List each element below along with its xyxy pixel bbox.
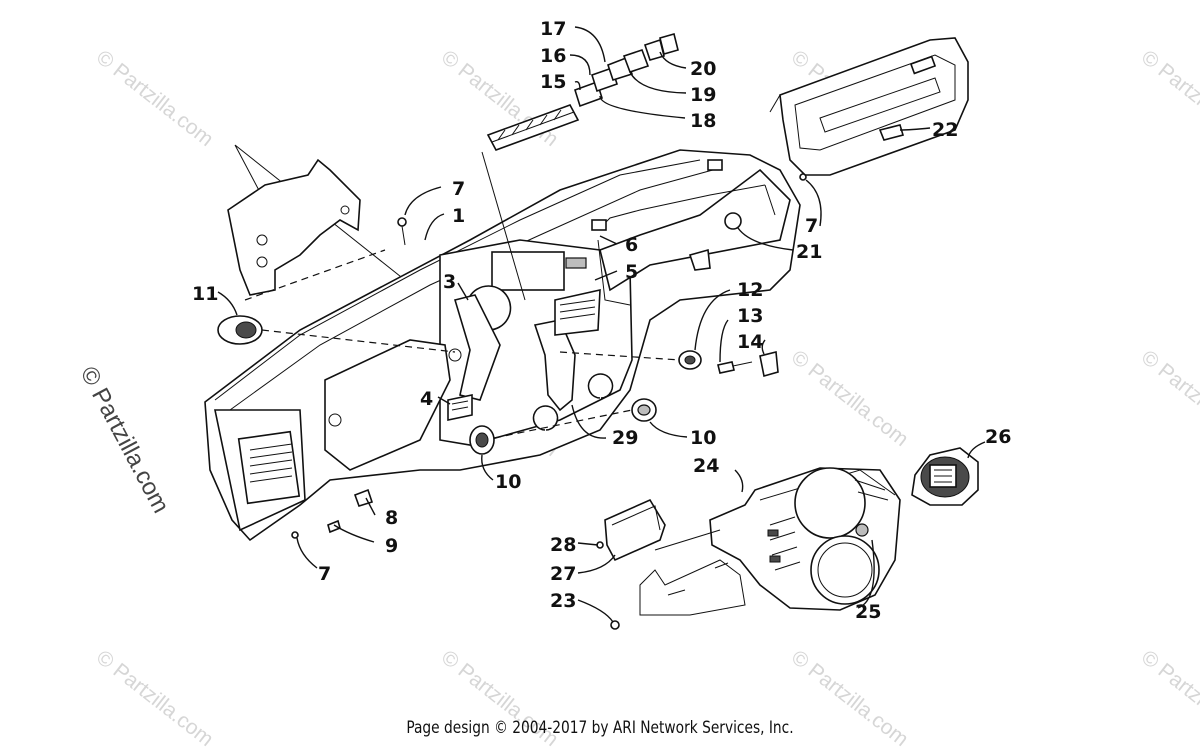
instrument-bezel [654,467,901,611]
switch-11 [217,315,456,353]
fasteners [291,173,807,539]
callout-20: 20 [690,58,716,80]
callout-23: 23 [550,590,576,612]
footer-credit: Page design © 2004-2017 by ARI Network S… [406,718,794,738]
callout-8: 8 [385,507,398,529]
callout-1: 1 [452,205,465,227]
watermark: © Partzilla.com [1137,46,1200,151]
callout-24: 24 [693,455,719,477]
watermark: © Partzilla.com [1137,646,1200,749]
callout-26: 26 [985,426,1011,448]
callout-10-left: 10 [495,471,521,493]
leader-lines [217,26,986,623]
plug-parts [469,398,657,455]
watermark-main: © Partzilla.com [75,362,175,517]
callout-4: 4 [420,388,433,410]
callout-29: 29 [612,427,638,449]
callout-5: 5 [625,261,638,283]
callout-27: 27 [550,563,576,585]
callout-labels: 1 3 4 5 6 7 7 7 8 9 10 10 11 12 13 14 15… [192,18,1011,623]
callout-14: 14 [737,331,763,353]
glovebox-door [324,339,451,471]
callout-11: 11 [192,283,218,305]
callout-9: 9 [385,535,398,557]
callout-19: 19 [690,84,716,106]
glovebox-lid [769,37,969,176]
callout-16: 16 [540,45,566,67]
callout-22: 22 [932,119,958,141]
ignition-parts [559,350,779,378]
callout-17: 17 [540,18,566,40]
gauge-26 [911,447,979,506]
dash-panel [204,149,801,542]
callout-3: 3 [443,271,456,293]
watermark: © Partzilla.com [1137,346,1200,451]
callout-13: 13 [737,305,763,327]
mount-bracket [227,144,421,301]
watermark: © Partzilla.com [787,346,913,451]
callout-7-right: 7 [805,215,818,237]
vent-assembly [481,33,679,301]
callout-12: 12 [737,279,763,301]
callout-28: 28 [550,534,576,556]
callout-7-bottom: 7 [318,563,331,585]
watermark: © Partzilla.com [92,46,218,151]
callout-15: 15 [540,71,566,93]
callout-6: 6 [625,234,638,256]
callout-21: 21 [796,241,822,263]
callout-7-top: 7 [452,178,465,200]
callout-18: 18 [690,110,716,132]
callout-25: 25 [855,601,881,623]
callout-10-right: 10 [690,427,716,449]
cluster-back-panel [610,559,746,630]
retainer-27 [596,498,666,562]
display-window [491,251,565,291]
